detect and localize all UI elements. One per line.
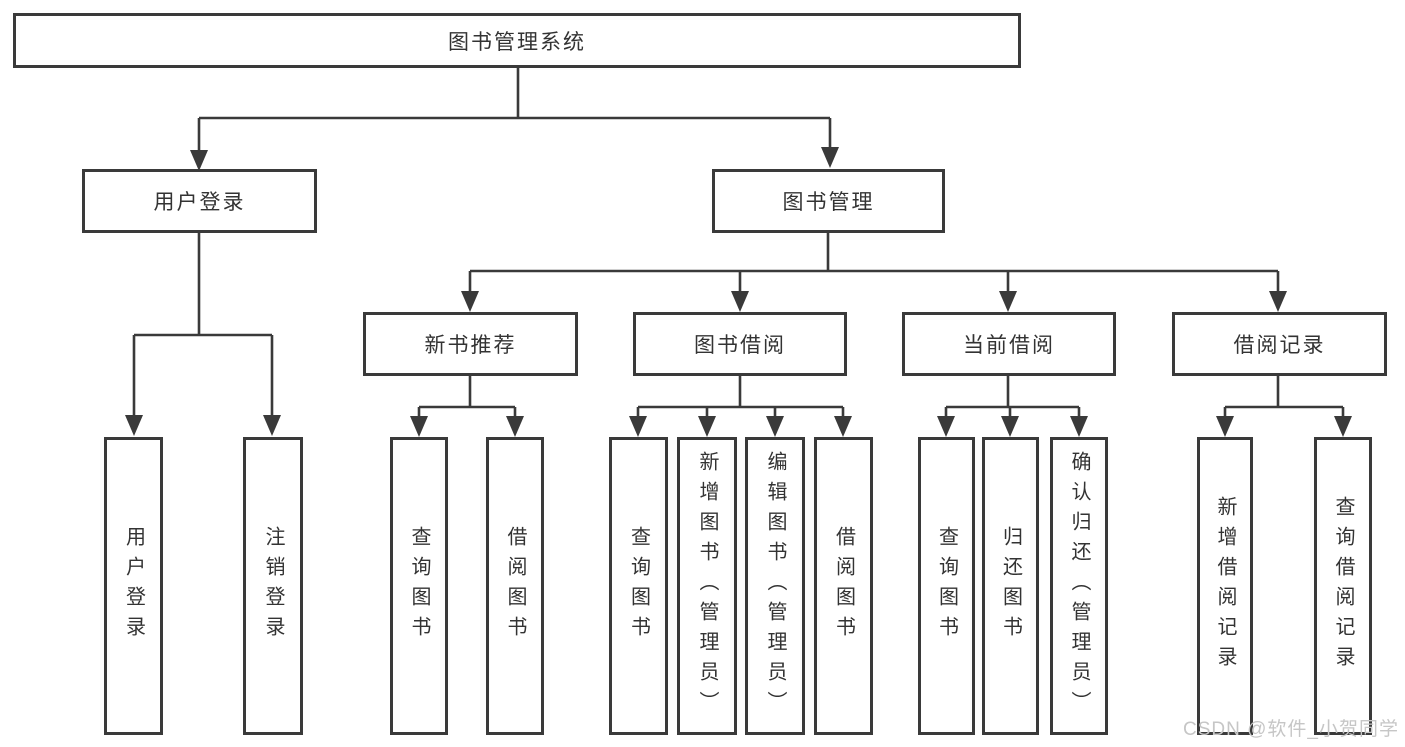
node-label: 注销登录 — [262, 526, 284, 646]
leaf-rec-borrow-books: 借阅图书 — [486, 437, 544, 735]
node-label: 归还图书 — [999, 526, 1022, 646]
leaf-add-books-admin: 新增图书（管理员） — [677, 437, 737, 735]
node-current-borrowing: 当前借阅 — [902, 312, 1116, 376]
leaf-borrow-query-books: 查询图书 — [609, 437, 668, 735]
node-label: 编辑图书（管理员） — [764, 451, 786, 721]
node-label: 图书管理系统 — [448, 30, 586, 54]
leaf-confirm-return-admin: 确认归还（管理员） — [1050, 437, 1108, 735]
csdn-watermark: CSDN @软件_小贺同学 — [1183, 719, 1399, 740]
node-library-management-system: 图书管理系统 — [13, 13, 1021, 68]
leaf-return-books: 归还图书 — [982, 437, 1039, 735]
node-label: 查询图书 — [408, 526, 430, 646]
node-book-borrowing: 图书借阅 — [633, 312, 847, 376]
leaf-user-login: 用户登录 — [104, 437, 163, 735]
node-label: 新书推荐 — [424, 334, 517, 357]
node-borrow-records: 借阅记录 — [1172, 312, 1387, 376]
node-label: 图书管理 — [782, 191, 875, 214]
node-label: 用户登录 — [122, 526, 145, 646]
node-label: 借阅图书 — [832, 526, 855, 646]
leaf-rec-query-books: 查询图书 — [390, 437, 448, 735]
arrowheads — [125, 147, 1352, 437]
node-label: 图书借阅 — [694, 334, 786, 357]
node-user-login-branch: 用户登录 — [82, 169, 317, 233]
node-label: 新增图书（管理员） — [696, 451, 718, 721]
leaf-add-borrow-record: 新增借阅记录 — [1197, 437, 1253, 735]
leaf-current-query-books: 查询图书 — [918, 437, 975, 735]
node-label: 查询图书 — [627, 526, 650, 646]
node-new-book-recommend: 新书推荐 — [363, 312, 578, 376]
node-label: 查询图书 — [935, 526, 958, 646]
leaf-borrow-books: 借阅图书 — [814, 437, 873, 735]
node-label: 借阅图书 — [504, 526, 526, 646]
leaf-logout: 注销登录 — [243, 437, 303, 735]
node-label: 查询借阅记录 — [1332, 496, 1354, 676]
node-label: 当前借阅 — [963, 334, 1055, 357]
node-label: 用户登录 — [153, 191, 246, 214]
node-label: 新增借阅记录 — [1214, 496, 1236, 676]
node-book-management-branch: 图书管理 — [712, 169, 945, 233]
node-label: 确认归还（管理员） — [1068, 451, 1090, 721]
leaf-query-borrow-record: 查询借阅记录 — [1314, 437, 1372, 735]
leaf-edit-books-admin: 编辑图书（管理员） — [745, 437, 805, 735]
node-label: 借阅记录 — [1233, 334, 1326, 357]
